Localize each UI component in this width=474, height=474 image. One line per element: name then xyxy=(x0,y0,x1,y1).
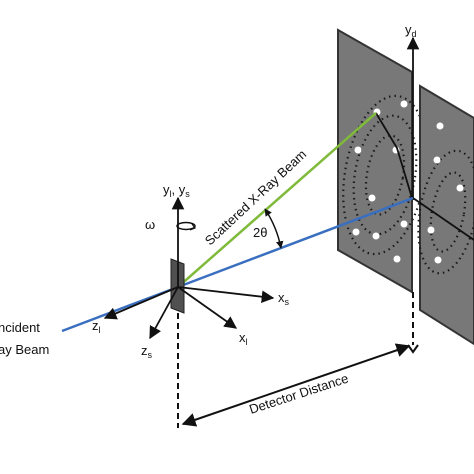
axis-label-yd: yd xyxy=(405,22,417,39)
detector-distance-dimension xyxy=(177,313,411,428)
sample-axes xyxy=(103,196,275,340)
svg-text:xs: xs xyxy=(278,290,290,307)
axis-label-xs: xs xyxy=(278,290,290,307)
vector-on-front-panel xyxy=(412,197,474,241)
incident-beam-label-line2: ay Beam xyxy=(0,342,49,357)
incident-beam-label-line1: ncident xyxy=(0,320,40,335)
axis-label-zs: zs xyxy=(141,343,153,360)
svg-text:yd: yd xyxy=(405,22,417,39)
transmitted-beam xyxy=(177,196,414,289)
two-theta-arc xyxy=(264,208,284,249)
omega-label: ω xyxy=(145,217,155,232)
svg-text:zl: zl xyxy=(92,318,101,335)
axis-label-yl-ys: yl, ys xyxy=(163,182,190,199)
diffraction-spots-front xyxy=(427,122,464,264)
rotation-omega-icon xyxy=(176,221,196,231)
axis-label-xl: xl xyxy=(239,330,248,347)
svg-text:xl: xl xyxy=(239,330,248,347)
scattered-beam xyxy=(177,112,377,288)
two-theta-label: 2θ xyxy=(253,225,267,240)
axis-label-zl: zl xyxy=(92,318,101,335)
svg-text:zs: zs xyxy=(141,343,153,360)
diffraction-rings-front xyxy=(417,149,474,275)
detector-panel-front xyxy=(412,84,474,346)
vector-on-back-panel xyxy=(375,112,413,199)
detector-distance-label: Detector Distance xyxy=(247,371,350,417)
svg-text:yl, ys: yl, ys xyxy=(163,182,190,199)
